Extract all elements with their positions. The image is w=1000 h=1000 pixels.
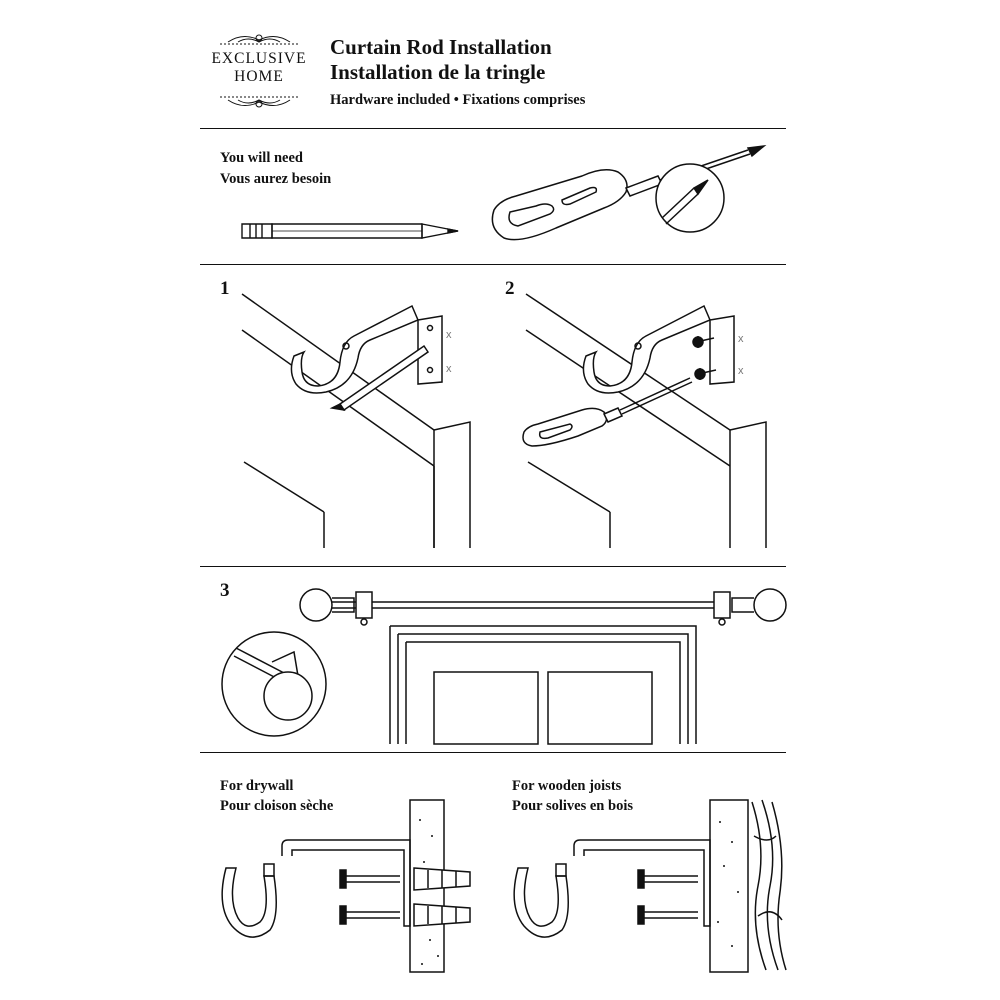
mark-x: x (738, 365, 744, 377)
tools-heading: You will need Vous aurez besoin (220, 148, 331, 190)
step-number-3: 3 (220, 580, 230, 601)
mark-x: x (446, 363, 452, 375)
drywall-label-en: For drywall (220, 778, 294, 794)
screwdriver-icon (523, 378, 692, 446)
divider (200, 128, 786, 129)
step-number-2: 2 (505, 278, 515, 299)
phillips-screwdriver-icon (486, 140, 772, 250)
brand-line-2: HOME (234, 68, 284, 85)
wall-anchor-icon (414, 868, 470, 926)
brand-line-1: EXCLUSIVE (211, 50, 307, 67)
bracket-icon (418, 316, 442, 384)
page-subtitle: Hardware included • Fixations comprises (330, 92, 586, 108)
drywall-mount-illustration (214, 796, 480, 972)
divider (200, 566, 786, 567)
bracket-icon (282, 840, 410, 926)
drywall-label-fr: Pour cloison sèche (220, 798, 334, 814)
wall-panel (710, 800, 748, 972)
mark-x: x (738, 333, 744, 345)
step-3-illustration (222, 580, 788, 744)
page-title: Curtain Rod Installation (330, 35, 552, 59)
ornament-icon (198, 30, 320, 110)
window-icon (390, 626, 696, 744)
brand-logo: EXCLUSIVE HOME (198, 30, 320, 110)
step-2-illustration: x x (518, 286, 778, 548)
page-title-fr: Installation de la tringle (330, 60, 546, 84)
mark-x: x (446, 329, 452, 341)
tools-heading-fr: Vous aurez besoin (220, 171, 332, 187)
step-1-illustration: x x (234, 286, 474, 548)
finial-icon (754, 589, 786, 621)
tools-heading-en: You will need (220, 150, 303, 166)
wood-label: For wooden joists Pour solives en bois (512, 776, 633, 816)
wood-joist-icon (752, 800, 786, 970)
pencil-icon (332, 346, 428, 410)
wood-mount-illustration (506, 796, 788, 972)
pencil-icon (240, 220, 462, 242)
bracket-icon (574, 840, 710, 926)
screw-icon (638, 870, 698, 924)
divider (200, 752, 786, 753)
step-number-1: 1 (220, 278, 230, 299)
magnifier-detail-icon (222, 632, 326, 736)
wood-label-en: For wooden joists (512, 778, 622, 794)
screw-icon (340, 870, 400, 924)
curtain-rod-icon (300, 589, 786, 625)
divider (200, 264, 786, 265)
drywall-label: For drywall Pour cloison sèche (220, 776, 333, 816)
screw-icon (693, 336, 716, 380)
wood-label-fr: Pour solives en bois (512, 798, 633, 814)
bracket-icon (710, 316, 734, 384)
finial-icon (300, 589, 332, 621)
